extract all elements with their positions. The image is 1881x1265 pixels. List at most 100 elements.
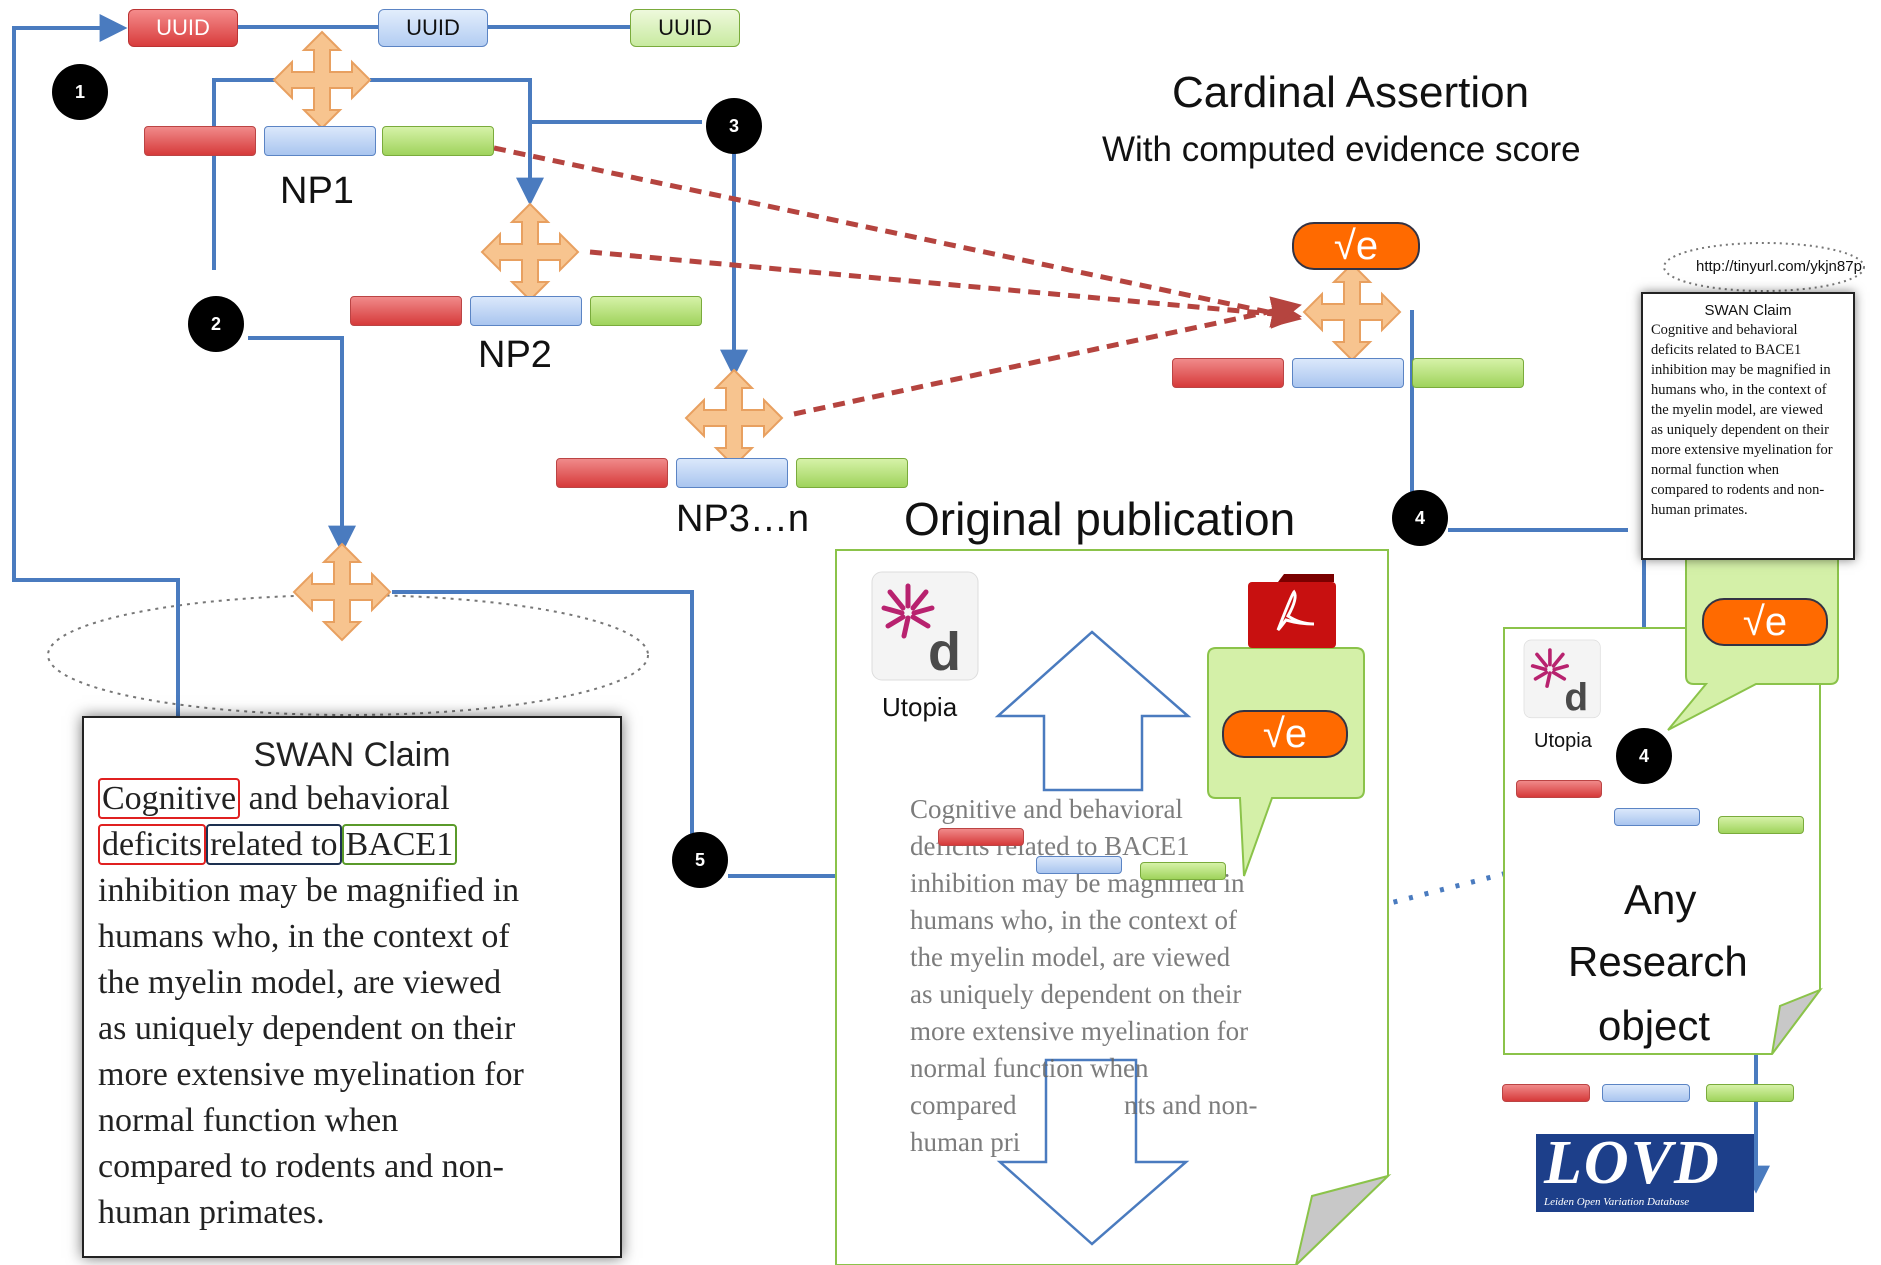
research-object-line-2: Research <box>1568 938 1748 985</box>
cross-arrows-icon <box>273 31 371 129</box>
cross-arrows-icon <box>481 203 579 301</box>
swan-small-line: inhibition may be magnified in <box>1651 362 1831 378</box>
swan-claim-small: SWAN Claim Cognitive and behavioral defi… <box>1641 292 1855 560</box>
swan-small-line: Cognitive and behavioral <box>1651 322 1798 338</box>
callout-publication <box>1207 647 1365 877</box>
publication-title: Original publication <box>904 493 1296 545</box>
publication-predicate-bar <box>1036 856 1122 874</box>
swan-url[interactable]: http://tinyurl.com/ykjn87p <box>1696 258 1862 275</box>
evidence-arrow-np1 <box>493 145 1302 328</box>
np2-label: NP2 <box>478 334 552 376</box>
lovd-object-bar <box>1706 1084 1794 1102</box>
step-badge-3: 3 <box>706 98 762 154</box>
cross-arrows-icon <box>1303 263 1401 361</box>
swan-big-line: more extensive myelination for <box>98 1056 524 1093</box>
swan-claim-big: SWAN Claim Cognitive and behavioral defi… <box>82 716 622 1258</box>
highlight-subject: Cognitive <box>98 778 241 819</box>
research-object-line-1: Any <box>1624 876 1697 923</box>
swan-small-line: the myelin model, are viewed <box>1651 402 1823 418</box>
research-object-bar <box>1718 816 1804 834</box>
swan-small-line: human primates. <box>1651 502 1748 518</box>
publication-line: compared <box>910 1090 1017 1120</box>
publication-line: nts and non- <box>1124 1090 1258 1120</box>
publication-app-label: Utopia <box>882 692 958 722</box>
np2-object-bar <box>590 296 702 326</box>
publication-score-badge: √e <box>1222 710 1348 758</box>
svg-text:d: d <box>928 622 961 682</box>
utopia-logo-icon: d <box>1523 639 1601 720</box>
cardinal-subtitle: With computed evidence score <box>1102 130 1581 169</box>
swan-big-line: human primates. <box>98 1194 325 1231</box>
np3-subject-bar <box>556 458 668 488</box>
research-subject-bar <box>1516 780 1602 798</box>
down-arrow-icon <box>996 1058 1190 1246</box>
uuid-box-blue: UUID <box>378 9 488 47</box>
research-object-line-3: object <box>1598 1002 1711 1049</box>
swan-big-line: the myelin model, are viewed <box>98 964 502 1001</box>
highlight-predicate: related to <box>206 824 342 865</box>
np3-object-bar <box>796 458 908 488</box>
step-badge-4a: 4 <box>1392 490 1448 546</box>
publication-line: more extensive myelination for <box>910 1016 1249 1046</box>
np2-subject-bar <box>350 296 462 326</box>
utopia-logo-icon: d <box>871 571 979 682</box>
swan-big-title: SWAN Claim <box>253 736 451 774</box>
np1-subject-bar <box>144 126 256 156</box>
evidence-arrow-np2 <box>589 249 1302 329</box>
publication-subject-bar <box>938 828 1024 846</box>
cardinal-title: Cardinal Assertion <box>1172 68 1530 117</box>
np1-object-bar <box>382 126 494 156</box>
np3-predicate-bar <box>676 458 788 488</box>
highlight-object: BACE1 <box>341 824 458 865</box>
connector-2b <box>248 336 356 554</box>
np1-label: NP1 <box>280 170 354 212</box>
swan-big-line: inhibition may be magnified in <box>98 872 520 909</box>
step-badge-2: 2 <box>188 296 244 352</box>
swan-small-line: normal function when <box>1651 462 1780 478</box>
swan-small-line: as uniquely dependent on their <box>1651 422 1829 438</box>
research-score-badge: √e <box>1702 598 1828 646</box>
step-badge-1: 1 <box>52 64 108 120</box>
swan-big-line: normal function when <box>98 1102 399 1139</box>
swan-big-line: as uniquely dependent on their <box>98 1010 516 1047</box>
research-predicate-bar <box>1614 808 1700 826</box>
svg-text:d: d <box>1564 677 1588 720</box>
swan-big-line: compared to rodents and non- <box>98 1148 504 1185</box>
publication-line: human pri <box>910 1127 1021 1157</box>
step-badge-5: 5 <box>672 832 728 888</box>
connector-3 <box>370 78 702 124</box>
connector-1 <box>12 14 180 760</box>
lovd-logo-text: LOVD <box>1544 1129 1721 1197</box>
swan-small-title: SWAN Claim <box>1704 302 1792 319</box>
highlight-subject: deficits <box>98 824 207 865</box>
cardinal-score-badge: √e <box>1292 222 1420 270</box>
cross-arrows-icon <box>685 369 783 467</box>
uuid-box-red: UUID <box>128 9 238 47</box>
lovd-logo <box>1536 1134 1754 1212</box>
connector-5 <box>392 590 694 860</box>
evidence-arrow-np3 <box>793 296 1302 417</box>
swan-small-line: more extensive myelination for <box>1651 442 1833 458</box>
cardinal-subject-bar <box>1172 358 1284 388</box>
swan-big-text: and behavioral <box>240 780 450 817</box>
np3-label: NP3…n <box>676 498 810 540</box>
publication-line: normal function when <box>910 1053 1149 1083</box>
swan-small-line: humans who, in the context of <box>1651 382 1827 398</box>
np2-predicate-bar <box>470 296 582 326</box>
swan-big-line-1: Cognitive and behavioral <box>98 778 450 819</box>
pdf-folder-icon <box>1248 574 1336 648</box>
cardinal-predicate-bar <box>1292 358 1404 388</box>
up-arrow-icon <box>994 630 1192 792</box>
step-badge-4b: 4 <box>1616 728 1672 784</box>
research-app-label: Utopia <box>1534 730 1592 752</box>
publication-line: the myelin model, are viewed <box>910 942 1231 972</box>
url-ellipse <box>1663 242 1865 292</box>
swan-big-line: humans who, in the context of <box>98 918 510 955</box>
swan-small-line: deficits related to BACE1 <box>1651 342 1802 358</box>
lovd-tagline: Leiden Open Variation Database <box>1544 1196 1690 1208</box>
swan-small-line: compared to rodents and non- <box>1651 482 1825 498</box>
lovd-predicate-bar <box>1602 1084 1690 1102</box>
publication-line: humans who, in the context of <box>910 905 1237 935</box>
